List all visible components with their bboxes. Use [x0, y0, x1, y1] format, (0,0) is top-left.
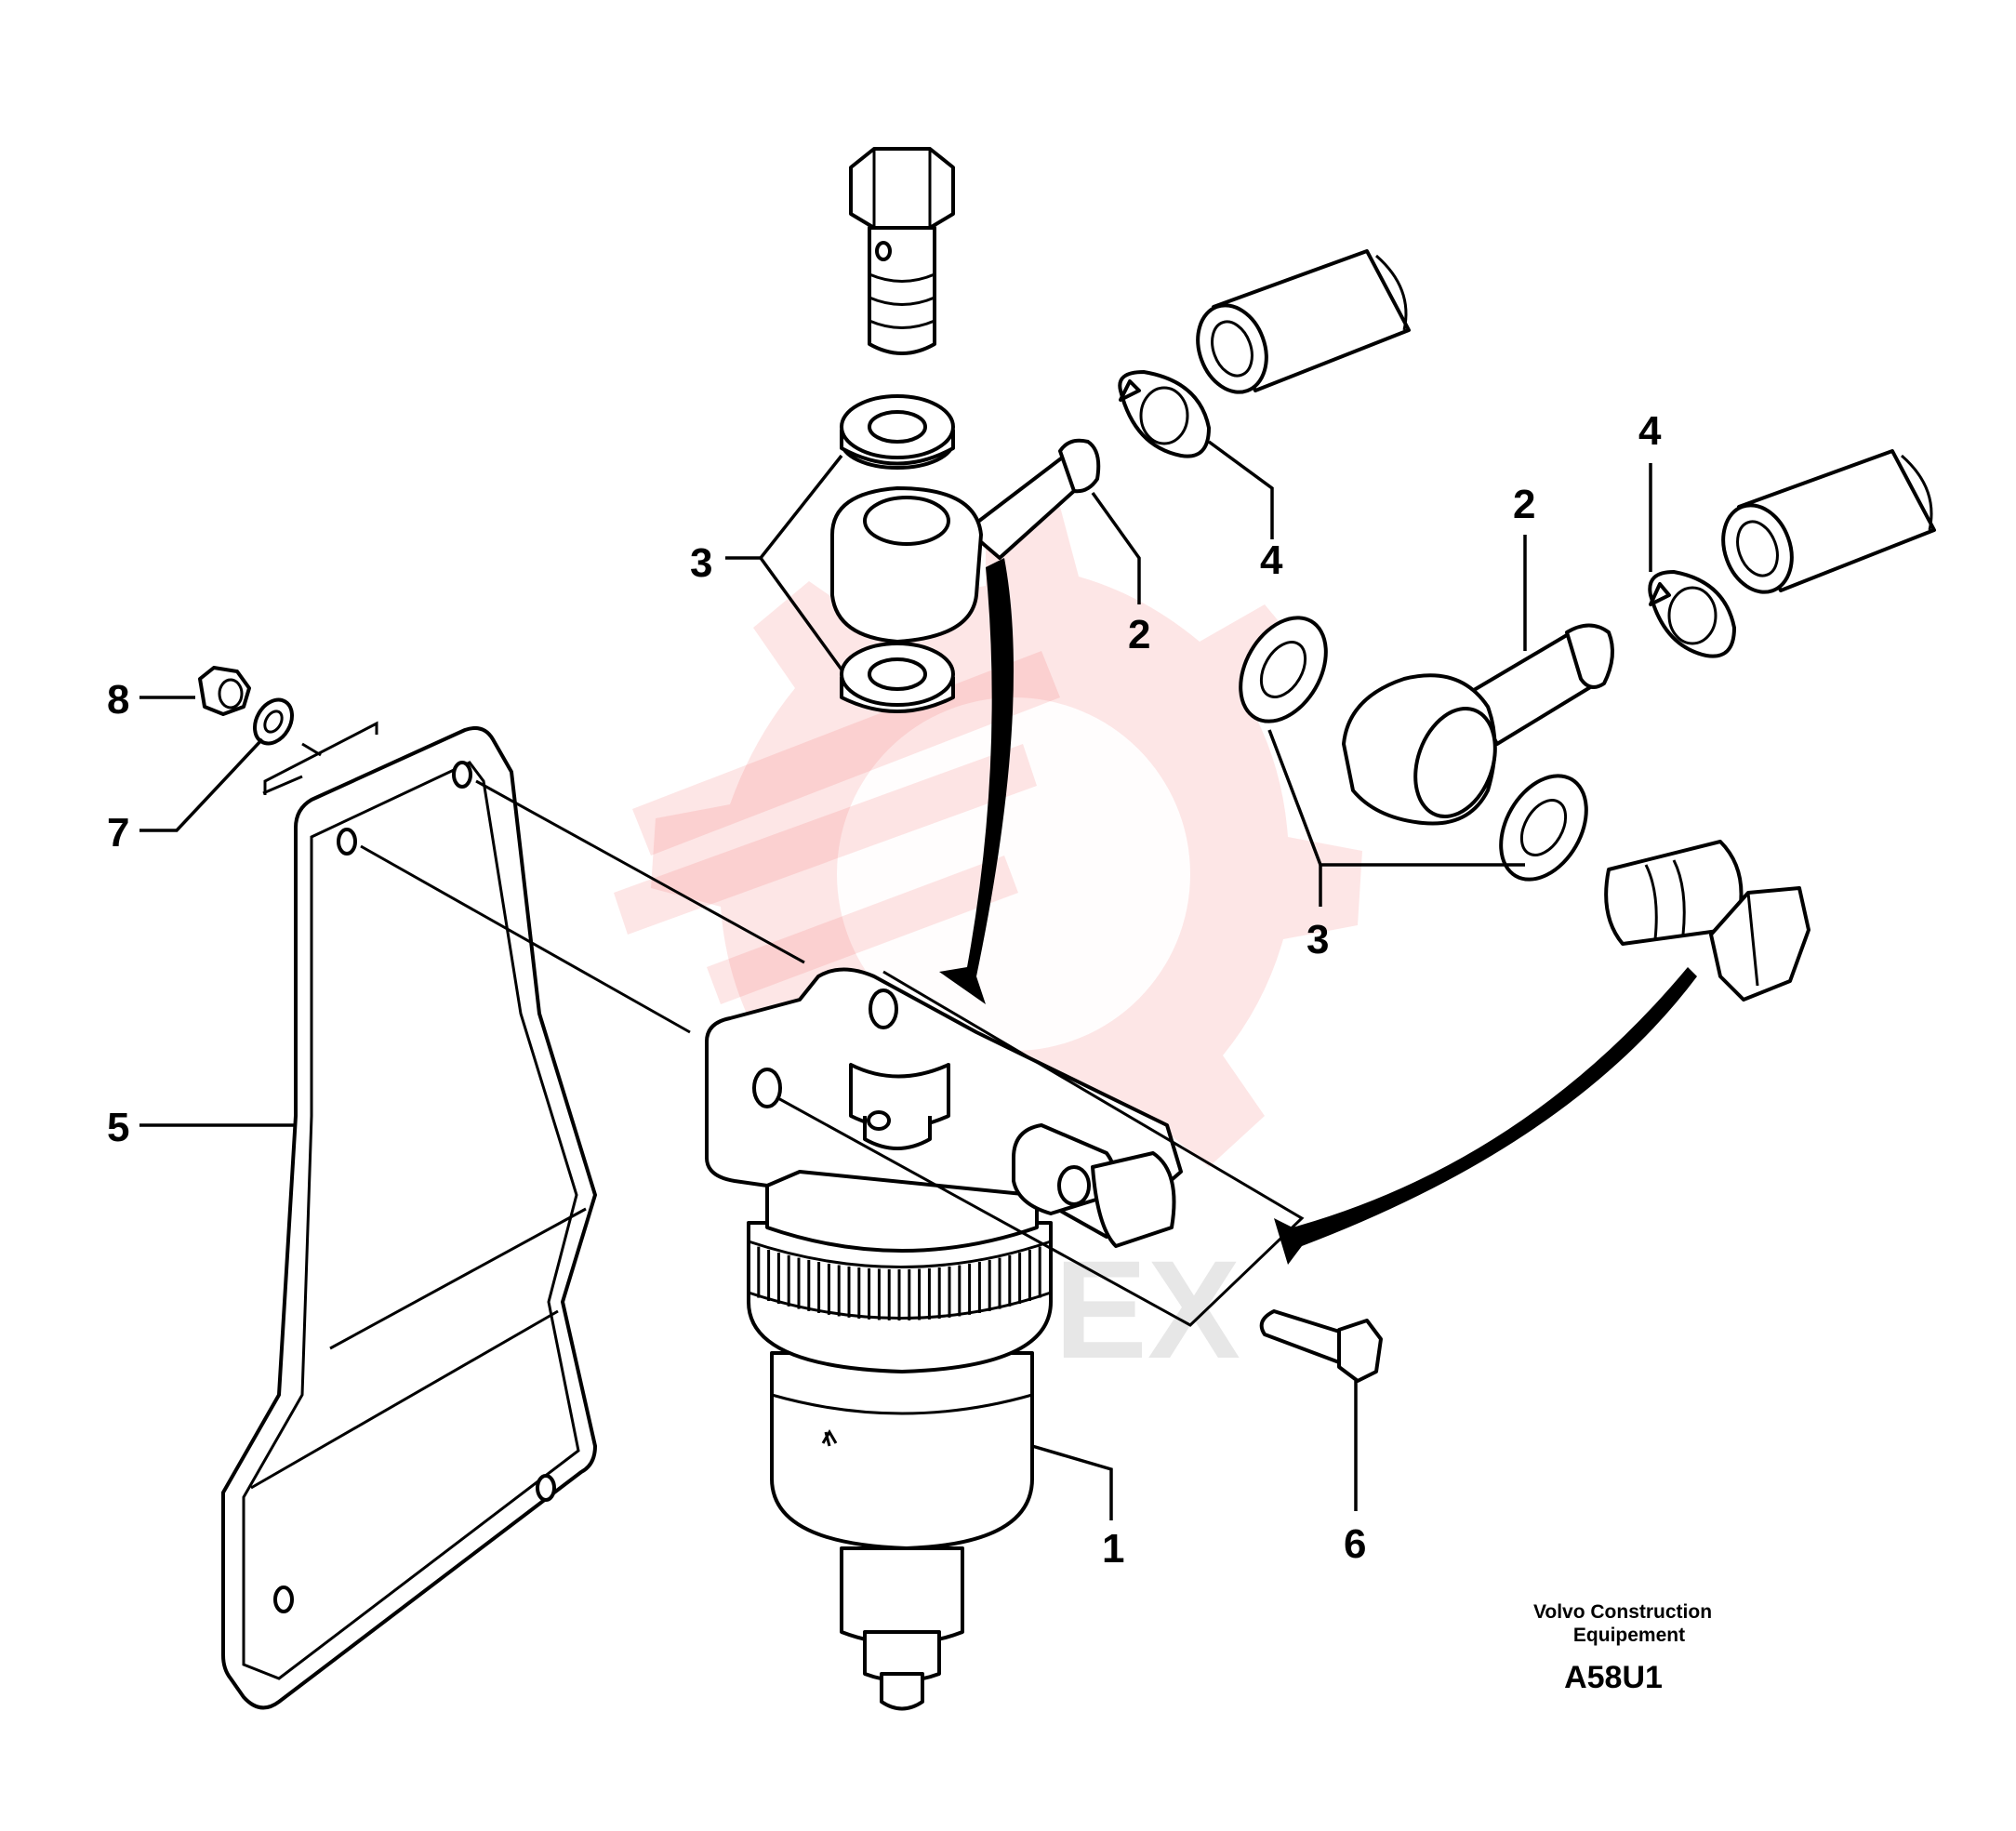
top-banjo-bolt — [849, 147, 955, 355]
callout-4-right: 4 — [1638, 408, 1662, 454]
top-sealing-washer-upper — [840, 394, 955, 470]
callout-7: 7 — [107, 810, 129, 856]
right-banjo-fitting — [1342, 623, 1614, 826]
head-guide-lines — [776, 970, 1305, 1327]
caption-company: Volvo Construction — [1533, 1601, 1712, 1623]
top-sealing-washer-lower — [840, 642, 955, 713]
callout-2-right: 2 — [1513, 482, 1535, 527]
hose-clamp-upper — [1118, 370, 1211, 458]
hose-right — [1721, 449, 1936, 594]
bracket-alignment-lines — [262, 721, 805, 1034]
leader-lines — [139, 440, 1652, 1520]
right-banjo-bolt — [1604, 840, 1810, 1002]
hex-nut — [198, 666, 251, 716]
callout-6: 6 — [1344, 1521, 1366, 1567]
callout-3-right: 3 — [1306, 917, 1329, 962]
callout-5: 5 — [107, 1105, 129, 1150]
callout-2-top: 2 — [1128, 612, 1150, 657]
assembly-arrow-right — [1274, 967, 1697, 1265]
filter-ring-ribs — [757, 1246, 1041, 1320]
diagram-code: A58U1 — [1564, 1660, 1663, 1695]
callout-1: 1 — [1102, 1526, 1124, 1572]
plain-washer — [253, 697, 294, 746]
callout-4-top: 4 — [1260, 537, 1283, 583]
mounting-bracket — [221, 726, 597, 1710]
fuel-filter-assembly — [705, 967, 1183, 1711]
top-banjo-fitting — [830, 438, 1101, 644]
callout-3-top: 3 — [690, 540, 712, 586]
hose-upper — [1196, 249, 1411, 394]
callout-8: 8 — [107, 677, 129, 723]
small-bolt — [1259, 1309, 1383, 1383]
caption-company-line2: Equipement — [1573, 1625, 1685, 1646]
right-sealing-washer-left — [1239, 616, 1328, 723]
hose-clamp-right — [1648, 570, 1736, 658]
assembly-arrow-top — [939, 558, 1014, 1004]
right-sealing-washer-right — [1499, 774, 1588, 882]
